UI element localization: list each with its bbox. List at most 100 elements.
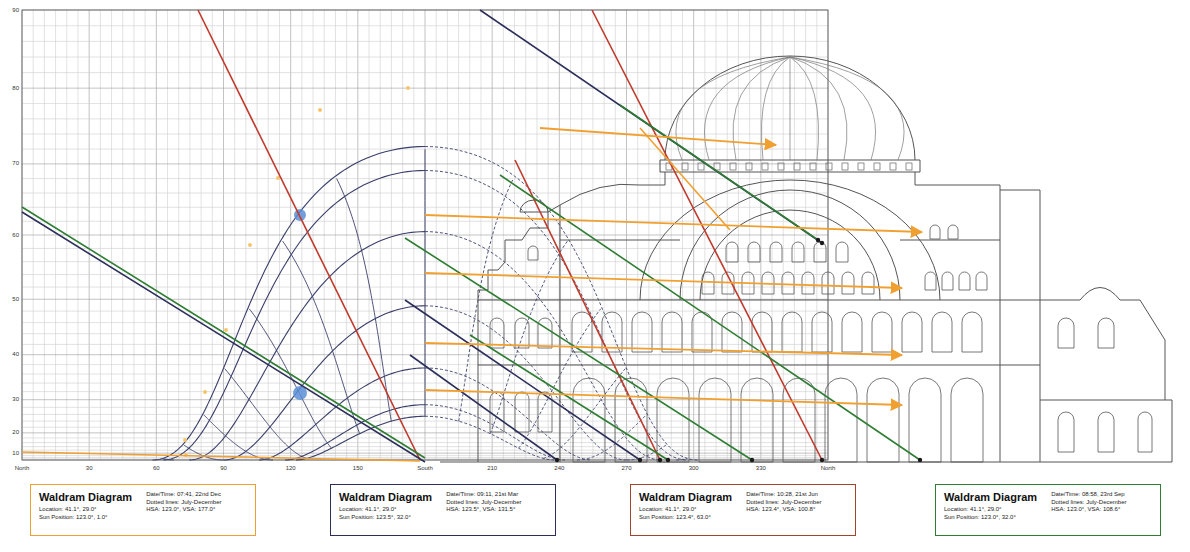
panel-detail: Date/Time: 07:41, 22nd Dec	[146, 491, 221, 499]
grid-line	[425, 10, 426, 460]
sun-ray-arrow	[425, 273, 902, 288]
drum-window	[890, 163, 896, 170]
sun-path	[163, 171, 425, 460]
line-end-dot	[750, 458, 754, 462]
axis-label: South	[416, 465, 434, 472]
building-outline	[560, 184, 640, 205]
line-end-dot	[666, 458, 670, 462]
line-end-dot	[820, 458, 824, 462]
shading-line	[405, 238, 752, 460]
panel-detail: HSA: 123.0°, VSA: 177.0°	[146, 506, 221, 514]
arched-window	[515, 392, 529, 432]
building-outline	[1040, 400, 1165, 401]
grid-line	[22, 453, 828, 454]
axis-label: 210	[486, 465, 498, 472]
line-end-dot	[638, 458, 642, 462]
axis-label: 50	[11, 296, 20, 303]
arched-window	[822, 272, 834, 294]
axis-label: 20	[11, 429, 20, 436]
arched-window	[812, 312, 832, 352]
axis-label: 70	[11, 160, 20, 167]
grid-line	[22, 437, 828, 438]
building-outline	[560, 205, 561, 462]
panel-detail: Location: 41.1°, 29.0°	[639, 506, 732, 514]
sun-ray-arrow	[425, 343, 902, 355]
building-outline	[915, 172, 916, 185]
grid-line	[22, 103, 828, 104]
shading-line	[405, 300, 640, 460]
drum-window	[762, 163, 768, 170]
hour-line	[577, 415, 646, 460]
shading-line	[515, 160, 660, 460]
panel-column: Date/Time: 10:28, 21st JunDotted lines: …	[746, 491, 821, 514]
panel-detail: Sun Position: 123.0°, 1.0°	[39, 514, 132, 522]
arched-window	[902, 312, 922, 352]
sun-ray-arrow	[540, 128, 776, 145]
arched-window	[825, 378, 857, 462]
axis-label: 60	[11, 232, 20, 239]
hour-marker	[203, 390, 207, 394]
grid-line	[22, 450, 828, 451]
building-outline	[665, 56, 915, 160]
arched-window	[836, 242, 848, 262]
panel-detail: HSA: 123.4°, VSA: 100.8°	[746, 506, 821, 514]
arched-window	[925, 272, 936, 290]
axis-label: 150	[352, 465, 364, 472]
shading-line	[22, 452, 420, 461]
arched-window	[962, 312, 982, 352]
waldram-grid	[22, 10, 828, 460]
hour-line	[163, 459, 174, 460]
drum-window	[682, 163, 688, 170]
building-outline	[560, 240, 680, 241]
arched-window	[842, 312, 862, 352]
arched-window	[942, 272, 953, 290]
building-outline	[915, 185, 1000, 186]
building-outline	[660, 160, 920, 172]
dome-rib	[790, 57, 819, 160]
drum-window	[858, 163, 864, 170]
hour-line	[184, 445, 224, 460]
line-end-dot	[658, 458, 662, 462]
axis-label: North	[820, 465, 837, 472]
arched-window	[752, 312, 772, 352]
line-end-dot	[918, 458, 922, 462]
grid-line	[22, 57, 828, 58]
shading-line	[410, 355, 557, 460]
grid-line	[22, 88, 828, 89]
dome-rib	[790, 57, 847, 160]
arched-window	[932, 312, 952, 352]
arched-window	[538, 318, 552, 348]
hour-line	[204, 415, 273, 460]
arched-window	[802, 272, 814, 294]
hour-line	[543, 369, 625, 459]
drum-window	[698, 163, 704, 170]
arched-window	[909, 378, 941, 462]
arched-window	[702, 272, 714, 294]
arched-window	[872, 312, 892, 352]
panel-column: Date/Time: 08:58, 23rd SepDotted lines: …	[1051, 491, 1126, 514]
arched-window	[1058, 412, 1074, 452]
arched-window	[792, 242, 804, 262]
arched-window	[783, 378, 815, 462]
axis-label: 300	[688, 465, 700, 472]
shading-line	[620, 105, 818, 240]
panel-detail: Sun Position: 123.4°, 63.0°	[639, 514, 732, 522]
grid-line	[22, 118, 828, 119]
drum-window	[810, 163, 816, 170]
building-outline	[1000, 185, 1001, 462]
drum-window	[842, 163, 848, 170]
arched-window	[770, 242, 782, 262]
axis-label: 80	[11, 85, 20, 92]
arched-window	[959, 272, 970, 290]
arched-window	[782, 312, 802, 352]
sun-path	[285, 405, 425, 460]
arched-window	[662, 312, 682, 352]
drum-window	[794, 163, 800, 170]
panel-column: Waldram DiagramLocation: 41.1°, 29.0°Sun…	[639, 491, 732, 521]
sun-path	[189, 232, 425, 460]
hour-marker	[224, 328, 228, 332]
shading-line	[500, 175, 920, 460]
axis-label: 240	[553, 465, 565, 472]
axis-label: 30	[85, 465, 94, 472]
drum-window	[730, 163, 736, 170]
